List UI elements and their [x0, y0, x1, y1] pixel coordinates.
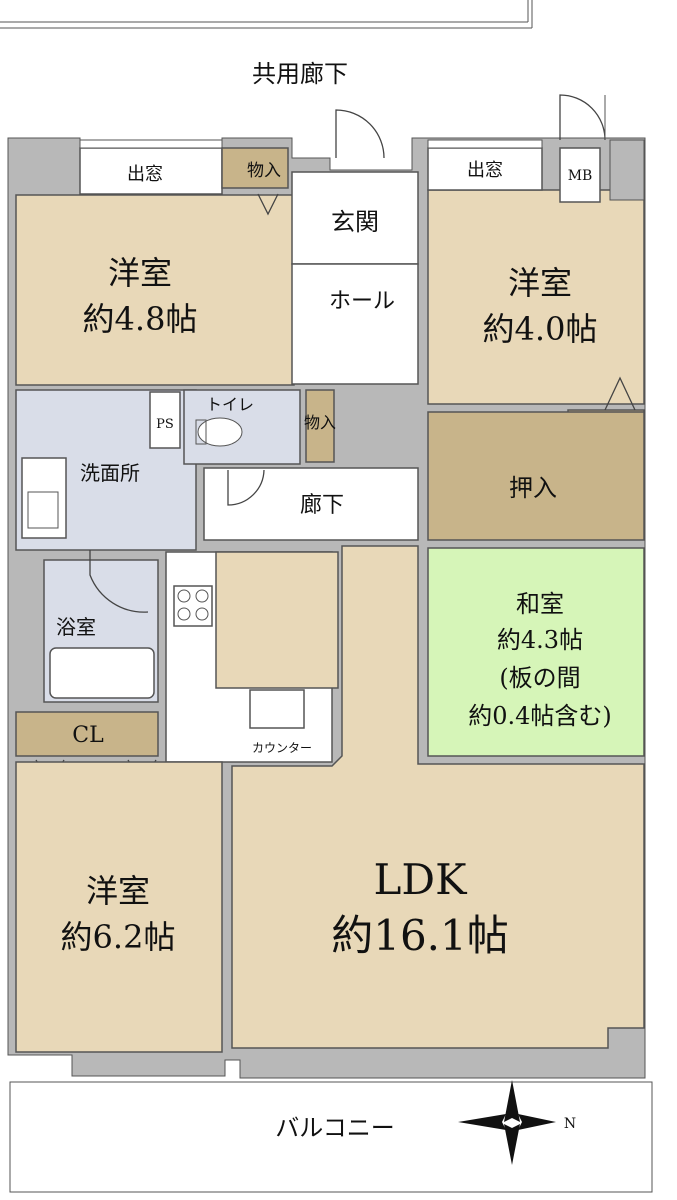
entrance [291, 171, 419, 265]
bay-window-right [427, 147, 543, 191]
counter-label: カウンター [252, 741, 312, 755]
room-japanese [427, 547, 645, 757]
room-japanese-note2: 約0.4帖含む) [468, 702, 612, 730]
room-ldk-name: LDK [374, 855, 469, 904]
kitchen-sink [249, 689, 305, 729]
storage-mid [305, 389, 335, 463]
entrance-door [335, 109, 385, 159]
corridor-label-inner: 廊下 [300, 493, 344, 518]
corridor [203, 467, 419, 541]
toilet-label: トイレ [206, 395, 254, 414]
room-western2-name: 洋室 [508, 264, 572, 302]
storage-top-label: 物入 [247, 161, 281, 181]
room-western2-size: 約4.0帖 [483, 310, 598, 348]
storage-top [221, 147, 289, 189]
balcony [9, 1081, 653, 1193]
corridor-boundary [0, 0, 533, 29]
closet-left [15, 711, 159, 757]
room-japanese-name: 和室 [516, 590, 564, 618]
bath-label: 浴室 [56, 615, 96, 639]
mb [559, 147, 601, 203]
kitchen-island [215, 551, 339, 689]
bathtub [49, 647, 155, 699]
room-ldk [231, 545, 645, 1049]
room-japanese-size: 約4.3帖 [497, 626, 583, 654]
ps [149, 391, 181, 449]
storage-mid-label: 物入 [304, 413, 336, 432]
room-western1-size: 約4.8帖 [83, 300, 198, 338]
entrance-label: 玄関 [331, 208, 379, 236]
bay-window-left [79, 147, 223, 195]
washroom-label: 洗面所 [80, 461, 140, 485]
oshiire [427, 411, 645, 541]
hall-label: ホール [329, 289, 395, 314]
bay-window-right-label: 出窓 [467, 160, 503, 181]
toilet-icon [197, 417, 243, 447]
corridor-label: 共用廊下 [252, 60, 348, 88]
room-western3-size: 約6.2帖 [61, 918, 176, 956]
room-japanese-note1: (板の間 [499, 664, 580, 692]
room-ldk-size: 約16.1帖 [331, 911, 509, 960]
closet-left-label: CL [72, 723, 104, 748]
mb-label: MB [568, 168, 593, 184]
hall [291, 263, 419, 385]
oshiire-label: 押入 [509, 474, 557, 502]
stove-icon [173, 585, 213, 627]
ps-label: PS [156, 417, 174, 432]
compass-label: N [564, 1116, 576, 1132]
balcony-label: バルコニー [275, 1114, 395, 1142]
compass-icon [458, 1080, 556, 1165]
room-western3 [15, 761, 223, 1053]
sink [21, 457, 67, 539]
room-western3-name: 洋室 [86, 872, 150, 910]
room-western1-name: 洋室 [108, 254, 172, 292]
bay-window-left-label: 出窓 [127, 164, 163, 185]
